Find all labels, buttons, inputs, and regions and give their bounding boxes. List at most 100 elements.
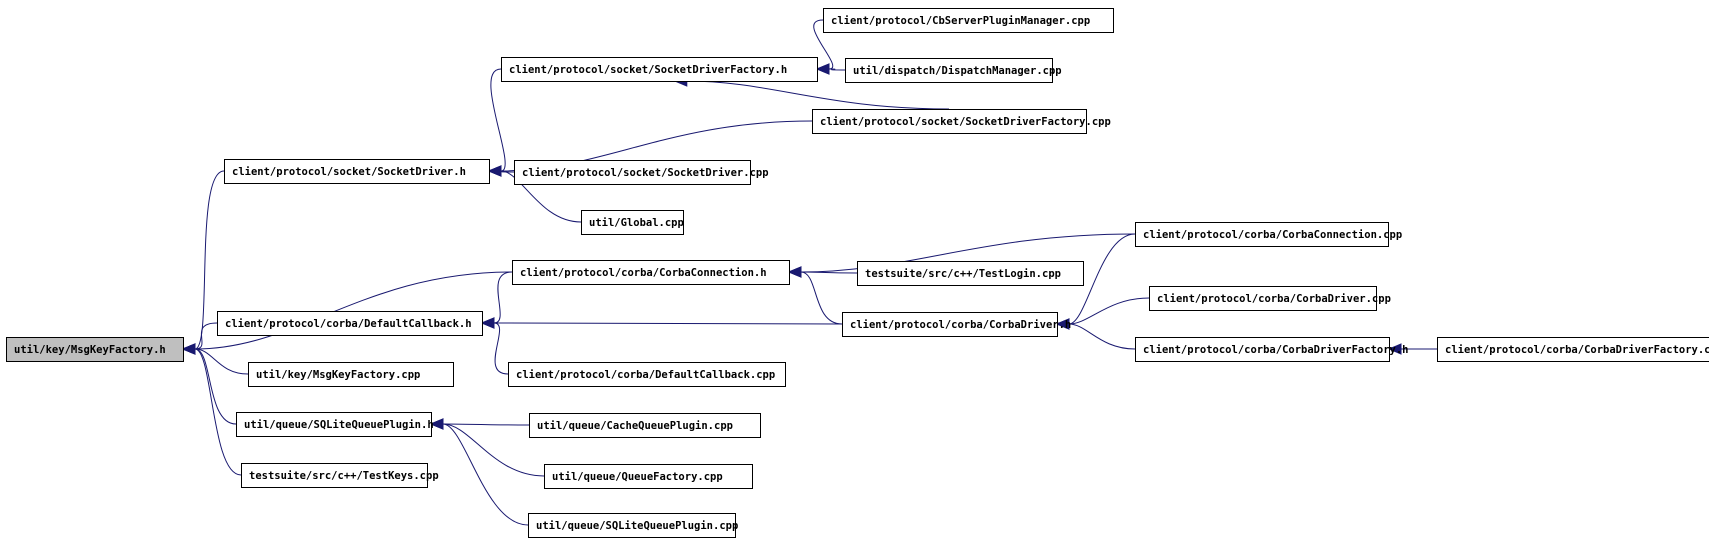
- file-node[interactable]: util/queue/CacheQueuePlugin.cpp: [529, 413, 761, 438]
- node-label: client/protocol/socket/SocketDriver.cpp: [522, 167, 769, 179]
- dependency-edge: [442, 423, 529, 526]
- dependency-arrowhead: [1055, 318, 1070, 330]
- node-label: util/Global.cpp: [589, 217, 684, 229]
- node-box: [1149, 286, 1377, 311]
- dependency-edge: [194, 348, 249, 375]
- dependency-edge: [194, 348, 237, 425]
- node-label: client/protocol/corba/CorbaConnection.h: [520, 267, 767, 279]
- file-node[interactable]: client/protocol/corba/CorbaDriverFactory…: [1135, 337, 1409, 362]
- node-box: [236, 412, 432, 437]
- node-box: [6, 337, 184, 362]
- node-box: [501, 57, 818, 82]
- node-label: util/queue/SQLiteQueuePlugin.h: [244, 419, 434, 431]
- dependency-arrowhead: [1387, 343, 1402, 355]
- file-node[interactable]: client/protocol/corba/CorbaDriverFactory…: [1437, 337, 1709, 362]
- node-label: client/protocol/corba/CorbaDriver.h: [850, 319, 1071, 331]
- dependency-edge: [800, 271, 843, 325]
- file-node[interactable]: client/protocol/socket/SocketDriver.cpp: [514, 160, 769, 185]
- graph-nodes: util/key/MsgKeyFactory.h client/protocol/…: [6, 8, 1709, 538]
- node-box: [248, 362, 454, 387]
- node-label: client/protocol/corba/DefaultCallback.cp…: [516, 369, 775, 381]
- file-node[interactable]: client/protocol/socket/SocketDriverFacto…: [501, 57, 818, 82]
- dependency-edge: [813, 19, 834, 70]
- dependency-edge: [1068, 323, 1136, 350]
- node-label: client/protocol/socket/SocketDriver.h: [232, 166, 466, 178]
- node-label: util/key/MsgKeyFactory.cpp: [256, 369, 420, 381]
- dependency-edge: [828, 68, 846, 71]
- dependency-edge: [493, 322, 843, 325]
- file-node[interactable]: client/protocol/corba/DefaultCallback.cp…: [508, 362, 786, 387]
- node-box: [1135, 337, 1390, 362]
- dependency-edge: [800, 233, 1136, 273]
- file-node[interactable]: client/protocol/corba/CorbaDriver.h: [842, 312, 1072, 337]
- node-box: [857, 261, 1084, 286]
- dependency-edge: [1068, 233, 1136, 325]
- node-box: [528, 513, 736, 538]
- file-node[interactable]: util/queue/SQLiteQueuePlugin.cpp: [528, 513, 739, 538]
- node-label: client/protocol/socket/SocketDriverFacto…: [820, 116, 1111, 128]
- node-label: util/dispatch/DispatchManager.cpp: [853, 65, 1062, 77]
- dependency-edge: [442, 423, 545, 477]
- dependency-edge: [194, 348, 242, 476]
- node-box: [512, 260, 790, 285]
- node-label: client/protocol/corba/CorbaDriver.cpp: [1157, 293, 1391, 305]
- file-node[interactable]: util/queue/QueueFactory.cpp: [544, 464, 753, 489]
- file-node[interactable]: client/protocol/socket/SocketDriverFacto…: [812, 109, 1111, 134]
- dependency-arrowhead: [815, 63, 830, 75]
- file-node[interactable]: util/dispatch/DispatchManager.cpp: [845, 58, 1062, 83]
- node-label: client/protocol/corba/DefaultCallback.h: [225, 318, 472, 330]
- dependency-edge: [800, 271, 858, 274]
- file-node[interactable]: client/protocol/CbServerPluginManager.cp…: [823, 8, 1114, 33]
- dependency-edge: [194, 271, 513, 350]
- graph-edges: [181, 19, 1437, 526]
- file-node[interactable]: util/queue/SQLiteQueuePlugin.h: [236, 412, 434, 437]
- file-node[interactable]: testsuite/src/c++/TestLogin.cpp: [857, 261, 1084, 286]
- node-box: [217, 311, 483, 336]
- dependency-edge: [686, 80, 950, 110]
- node-label: util/queue/QueueFactory.cpp: [552, 471, 723, 483]
- dependency-edge: [1068, 297, 1150, 325]
- node-box: [1437, 337, 1709, 362]
- file-node[interactable]: client/protocol/corba/CorbaDriver.cpp: [1149, 286, 1391, 311]
- dependency-edge: [442, 423, 530, 426]
- node-box: [812, 109, 1087, 134]
- node-box: [842, 312, 1058, 337]
- node-box: [241, 463, 428, 488]
- dependency-arrowhead: [487, 165, 502, 177]
- dependency-edge: [194, 170, 225, 350]
- dependency-edge: [490, 68, 506, 172]
- node-label: client/protocol/corba/CorbaConnection.cp…: [1143, 229, 1402, 241]
- node-label: util/queue/CacheQueuePlugin.cpp: [537, 420, 733, 432]
- node-box: [224, 159, 490, 184]
- file-node[interactable]: client/protocol/corba/CorbaConnection.cp…: [1135, 222, 1403, 247]
- node-box: [845, 58, 1053, 83]
- root-node[interactable]: util/key/MsgKeyFactory.h: [6, 337, 184, 362]
- dependency-arrowhead: [429, 418, 444, 430]
- node-label: testsuite/src/c++/TestKeys.cpp: [249, 470, 439, 482]
- node-box: [514, 160, 751, 185]
- node-box: [544, 464, 753, 489]
- node-label: testsuite/src/c++/TestLogin.cpp: [865, 268, 1061, 280]
- node-label: util/key/MsgKeyFactory.h: [14, 344, 166, 356]
- dependency-edge: [500, 170, 582, 223]
- node-label: client/protocol/CbServerPluginManager.cp…: [831, 15, 1090, 27]
- node-label: client/protocol/corba/CorbaDriverFactory…: [1445, 344, 1709, 356]
- node-box: [823, 8, 1114, 33]
- node-label: client/protocol/corba/CorbaDriverFactory…: [1143, 344, 1409, 356]
- node-label: util/queue/SQLiteQueuePlugin.cpp: [536, 520, 738, 532]
- dependency-edge: [493, 322, 509, 375]
- file-node[interactable]: client/protocol/socket/SocketDriver.h: [224, 159, 490, 184]
- dependency-arrowhead: [787, 266, 802, 278]
- node-label: client/protocol/socket/SocketDriverFacto…: [509, 64, 787, 76]
- dependency-edge: [194, 322, 218, 350]
- file-node[interactable]: util/key/MsgKeyFactory.cpp: [248, 362, 454, 387]
- node-box: [529, 413, 761, 438]
- file-node[interactable]: util/Global.cpp: [581, 210, 684, 235]
- node-box: [1135, 222, 1389, 247]
- file-node[interactable]: client/protocol/corba/DefaultCallback.h: [217, 311, 483, 336]
- dependency-edge: [493, 271, 513, 324]
- file-node[interactable]: client/protocol/corba/CorbaConnection.h: [512, 260, 790, 285]
- node-box: [581, 210, 684, 235]
- file-node[interactable]: testsuite/src/c++/TestKeys.cpp: [241, 463, 439, 488]
